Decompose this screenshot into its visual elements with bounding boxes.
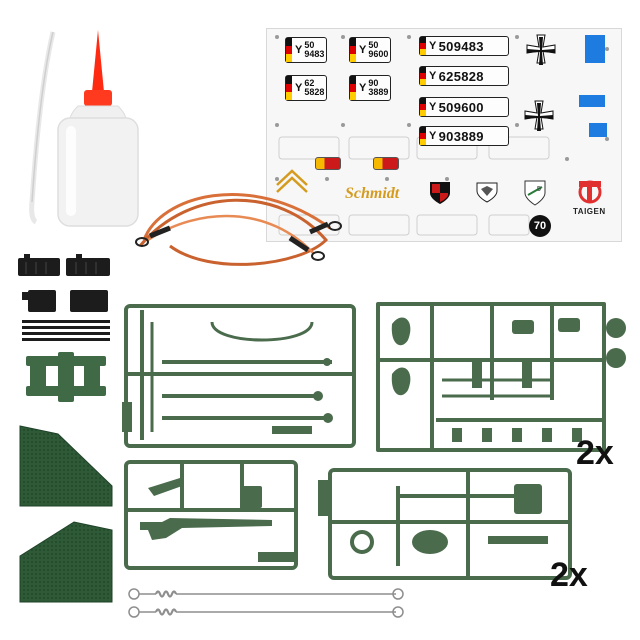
mudflap-icon-2 bbox=[19, 521, 113, 603]
iron-cross-icon-2 bbox=[524, 100, 554, 131]
number-70-badge: 70 bbox=[529, 215, 551, 237]
black-clip-parts bbox=[18, 254, 110, 341]
blue-decal-3 bbox=[589, 123, 607, 137]
shield-emblem-icon bbox=[430, 182, 450, 204]
tension-spring-icon bbox=[128, 588, 404, 618]
sprue-tools bbox=[122, 304, 356, 448]
multiplier-lower: 2x bbox=[550, 556, 588, 594]
iron-cross-icon bbox=[526, 34, 556, 65]
sprue-small-parts bbox=[376, 302, 626, 452]
taillight-decal-1 bbox=[315, 157, 341, 170]
taigen-logo-icon bbox=[578, 180, 602, 204]
multiplier-upper: 2x bbox=[576, 434, 614, 472]
oil-bottle-icon bbox=[29, 30, 139, 227]
blue-decal-1 bbox=[585, 35, 605, 63]
schmidt-decal: Schmidt bbox=[345, 185, 400, 202]
taigen-brand-text: TAIGEN bbox=[573, 207, 606, 216]
svg-text:5: 5 bbox=[537, 186, 541, 193]
plate-long-2: Y 625828 bbox=[419, 66, 509, 86]
chevron-decal-icon bbox=[276, 169, 308, 193]
plate-long-3: Y 509600 bbox=[419, 97, 509, 117]
green-bracket-part bbox=[26, 352, 106, 402]
blue-decal-2 bbox=[579, 95, 605, 107]
sprue-shovel bbox=[318, 468, 572, 580]
plate-long-1: Y 509483 bbox=[419, 36, 509, 56]
plate-long-4: Y 903889 bbox=[419, 126, 509, 146]
division-emblem-icon: 5 bbox=[524, 180, 546, 206]
taillight-decal-2 bbox=[373, 157, 399, 170]
unit-emblem-icon bbox=[476, 182, 498, 203]
sprue-machine-gun bbox=[124, 460, 298, 570]
mudflap-icon bbox=[19, 425, 113, 507]
tow-cable-icon bbox=[135, 193, 342, 266]
